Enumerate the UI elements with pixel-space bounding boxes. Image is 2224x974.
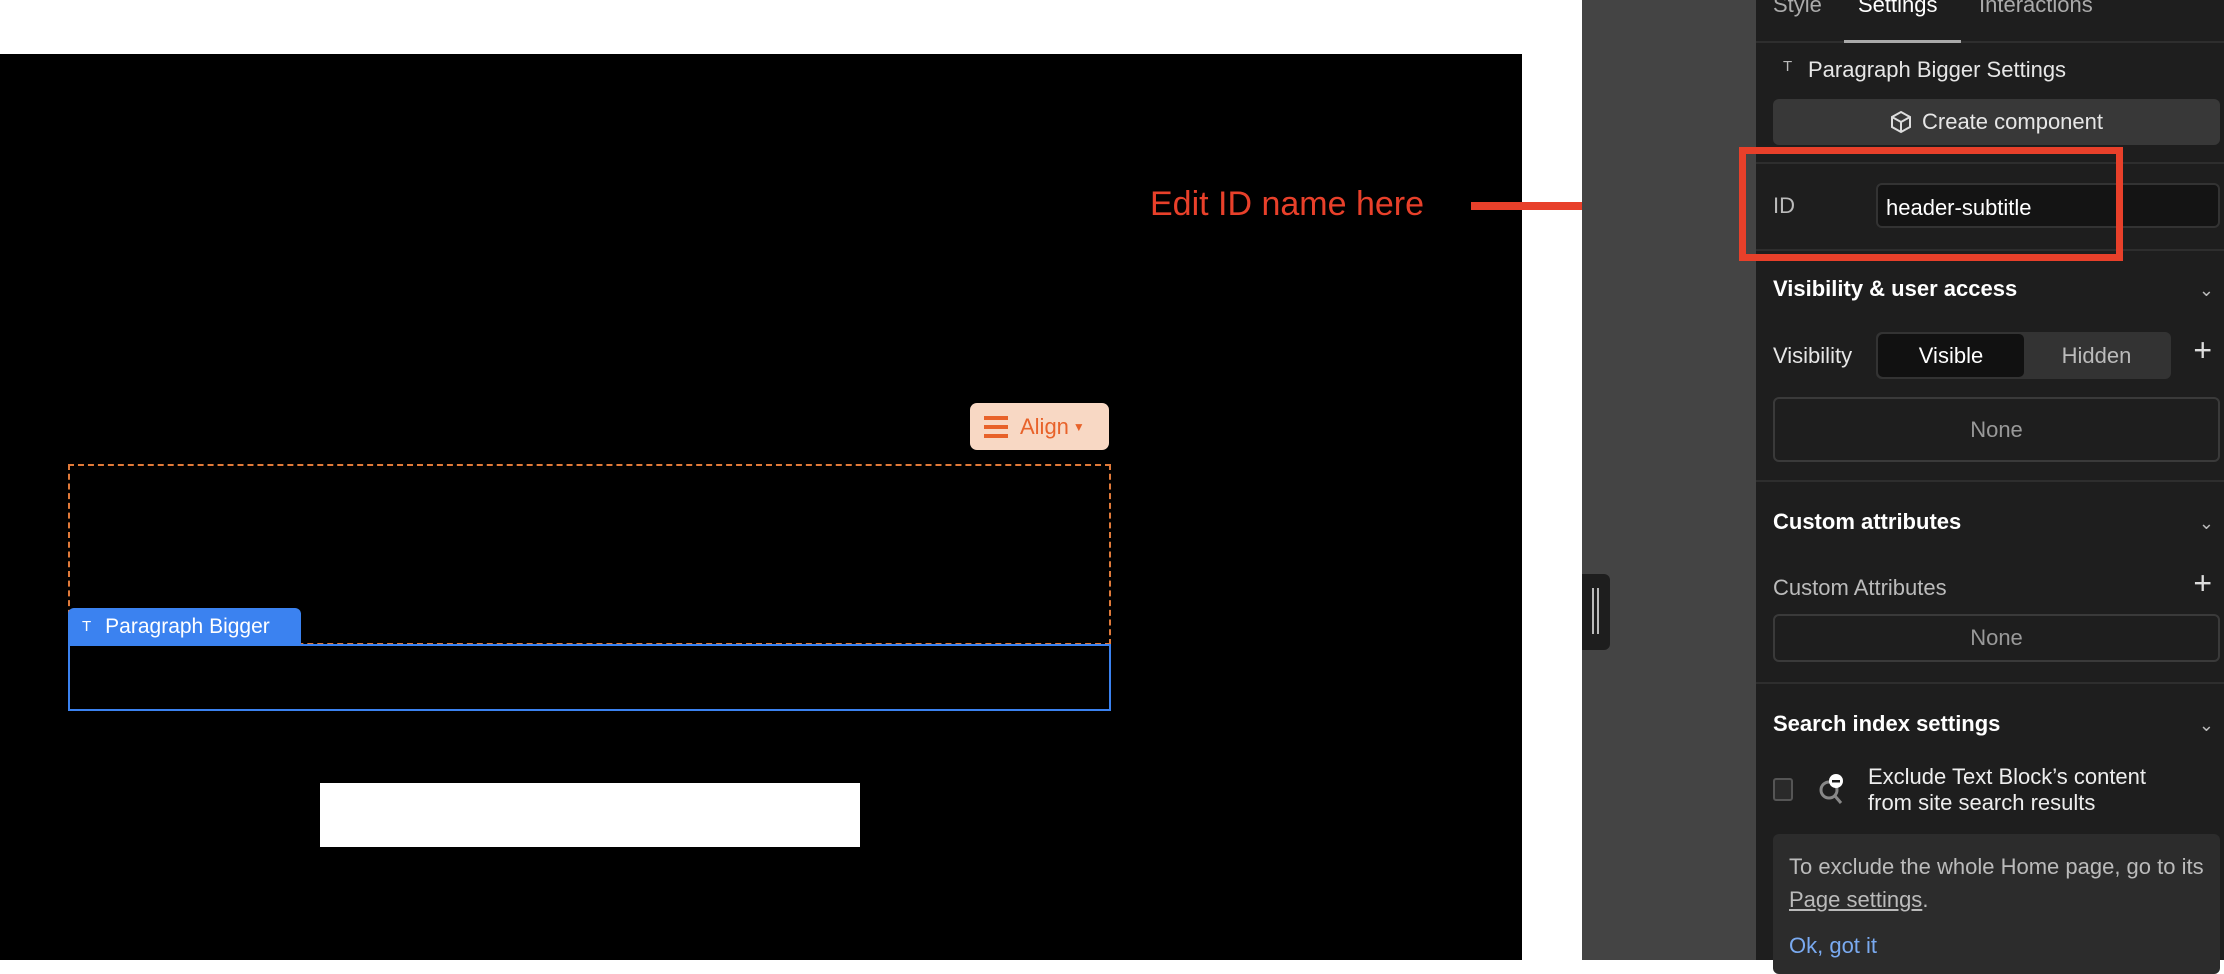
panel-gutter: [1582, 0, 1756, 960]
visibility-toggle: Visible Hidden: [1876, 332, 2171, 379]
align-icon: [984, 415, 1008, 438]
annotation-text: Edit ID name here: [1150, 185, 1425, 223]
tab-settings[interactable]: Settings: [1858, 0, 1938, 17]
info-suffix: .: [1922, 887, 1929, 912]
search-exclude-icon: [1819, 774, 1843, 804]
selected-element-tag[interactable]: T Paragraph Bigger: [68, 608, 301, 645]
selected-element-outline[interactable]: [68, 644, 1111, 711]
resize-handle[interactable]: [1582, 574, 1610, 650]
chevron-down-icon[interactable]: ⌄: [2198, 715, 2214, 735]
visibility-label: Visibility: [1773, 343, 1853, 368]
id-input-value: header-subtitle: [1886, 195, 2032, 220]
visibility-visible-option[interactable]: Visible: [1878, 334, 2024, 377]
component-cube-icon: [1891, 110, 1911, 134]
tab-active-underline: [1844, 40, 1961, 43]
align-label: Align: [1020, 413, 1069, 439]
visibility-conditions-box: None: [1773, 397, 2220, 462]
id-input[interactable]: header-subtitle: [1876, 183, 2220, 228]
settings-panel: Style Settings Interactions T Paragraph …: [1756, 0, 2224, 974]
chevron-down-icon[interactable]: ⌄: [2198, 513, 2214, 533]
caret-down-icon: ▼: [1072, 419, 1085, 434]
settings-title: Paragraph Bigger Settings: [1808, 57, 2067, 82]
tab-style[interactable]: Style: [1773, 0, 1822, 17]
custom-attributes-box: None: [1773, 614, 2220, 662]
create-component-label: Create component: [1922, 109, 2103, 134]
add-visibility-condition-icon[interactable]: +: [2193, 332, 2212, 368]
exclude-search-line1: Exclude Text Block’s content: [1868, 764, 2147, 789]
text-type-icon: T: [82, 618, 92, 635]
highlight-box: [1739, 147, 2123, 261]
white-block: [320, 783, 860, 847]
id-label: ID: [1773, 193, 1795, 218]
annotation-arrow-line: [1471, 202, 1666, 210]
exclude-search-line2: from site search results: [1868, 790, 2096, 815]
selected-element-label: Paragraph Bigger: [105, 614, 270, 638]
visibility-hidden-option[interactable]: Hidden: [2061, 342, 2132, 368]
tab-interactions[interactable]: Interactions: [1979, 0, 2093, 17]
page-settings-link[interactable]: Page settings: [1789, 887, 1923, 912]
info-text: To exclude the whole Home page, go to it…: [1789, 854, 2204, 879]
search-info-box: To exclude the whole Home page, go to it…: [1773, 834, 2220, 974]
add-custom-attribute-icon[interactable]: +: [2193, 565, 2212, 601]
create-component-button[interactable]: Create component: [1773, 99, 2220, 145]
search-index-heading: Search index settings: [1773, 711, 2001, 736]
chevron-down-icon[interactable]: ⌄: [2198, 280, 2214, 300]
ok-got-it-link[interactable]: Ok, got it: [1789, 933, 1878, 958]
exclude-search-checkbox[interactable]: [1773, 778, 1793, 801]
text-type-icon: T: [1783, 58, 1793, 75]
custom-attributes-heading: Custom attributes: [1773, 509, 1962, 534]
custom-attributes-label: Custom Attributes: [1773, 575, 1947, 600]
align-button[interactable]: Align ▼: [970, 403, 1109, 450]
visibility-heading: Visibility & user access: [1773, 276, 2018, 301]
